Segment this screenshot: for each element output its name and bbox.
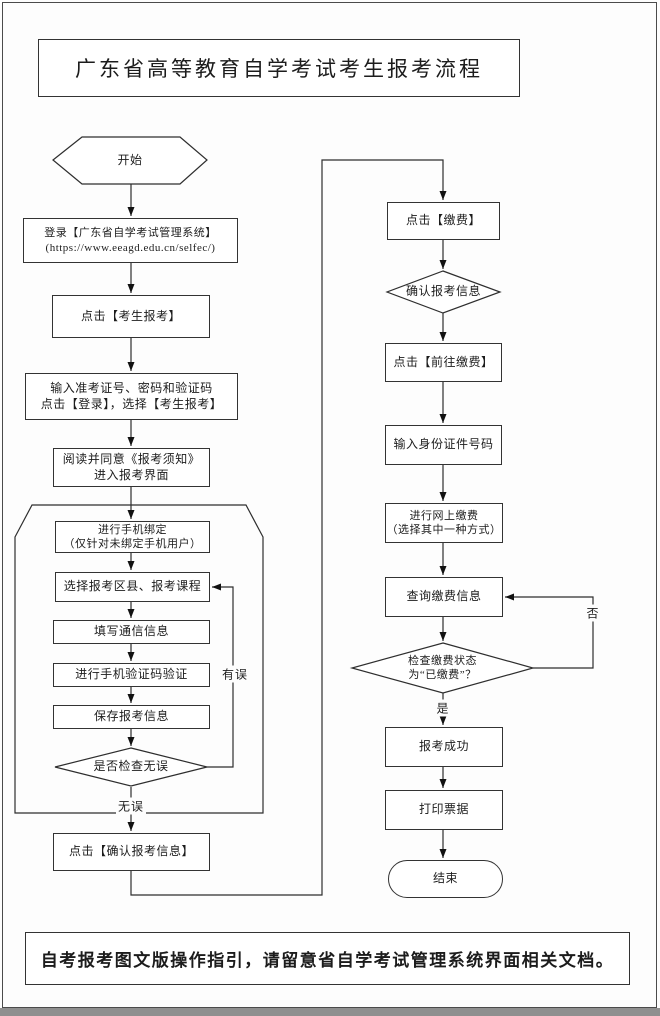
flow-node-bind-phone: 进行手机绑定 （仅针对未绑定手机用户） [55, 521, 210, 553]
edge-label-yes: 是 [434, 699, 452, 717]
edge-label-no-error: 无误 [115, 797, 147, 815]
flow-node-start: 开始 [117, 152, 143, 167]
decision-check-pay-status: 检查缴费状态 为“已缴费”？ [408, 654, 477, 681]
decision-check-correct: 是否检查无误 [93, 759, 169, 774]
flow-node-enter-credentials: 输入准考证号、密码和验证码 点击【登录】，选择【考生报考】 [25, 373, 238, 420]
flow-node-click-pay: 点击【缴费】 [387, 202, 500, 240]
flow-node-save-info: 保存报考信息 [53, 705, 210, 729]
page-title: 广东省高等教育自学考试考生报考流程 [38, 39, 520, 97]
edge-label-has-error: 有误 [219, 665, 251, 683]
page-bottom-edge [0, 1008, 660, 1016]
decision-check-correct-shape [54, 747, 208, 787]
flow-node-query-pay: 查询缴费信息 [385, 577, 503, 617]
footer-note: 自考报考图文版操作指引，请留意省自学考试管理系统界面相关文档。 [25, 932, 630, 985]
flow-node-fill-contact: 填写通信信息 [53, 620, 210, 644]
edge-label-no: 否 [584, 604, 602, 622]
flow-node-login: 登录【广东省自学考试管理系统】 (https://www.eeagd.edu.c… [23, 218, 238, 263]
start-hexagon-shape [52, 136, 208, 185]
flow-node-click-candidate-register: 点击【考生报考】 [52, 295, 210, 338]
flow-node-confirm-info: 点击【确认报考信息】 [53, 833, 210, 871]
edge-no-loop [505, 593, 594, 669]
edge-column-connector [130, 159, 447, 896]
flow-node-print-receipt: 打印票据 [385, 790, 503, 830]
decision-confirm-reg-info: 确认报考信息 [405, 284, 481, 299]
flow-node-reg-success: 报考成功 [385, 727, 503, 767]
subprocess-container-outline [14, 504, 264, 814]
flow-node-end: 结束 [388, 860, 503, 898]
flow-node-read-notice: 阅读并同意《报考须知》 进入报考界面 [53, 448, 210, 487]
flow-node-online-pay: 进行网上缴费 （选择其中一种方式） [385, 503, 503, 543]
flow-node-go-pay: 点击【前往缴费】 [385, 343, 502, 382]
flow-node-enter-id: 输入身份证件号码 [385, 425, 502, 465]
flow-node-select-courses: 选择报考区县、报考课程 [55, 572, 210, 602]
flow-node-sms-verify: 进行手机验证码验证 [53, 663, 210, 687]
